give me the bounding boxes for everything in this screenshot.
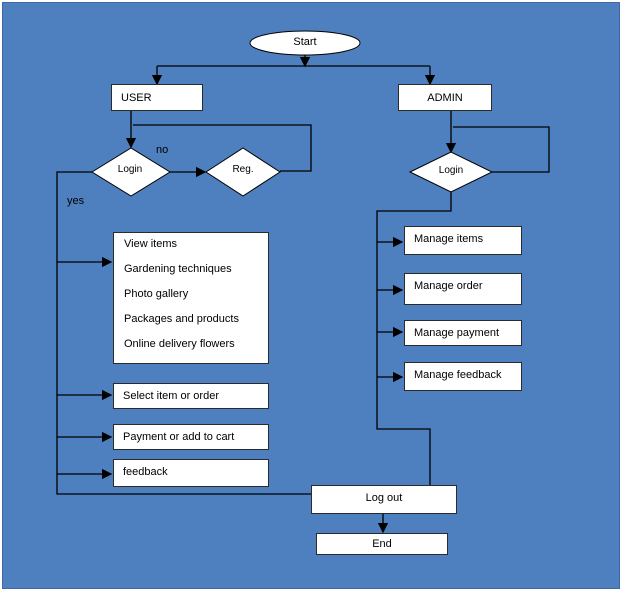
start-label: Start (293, 36, 317, 48)
manage-payment-box: Manage payment (404, 320, 522, 346)
payment-label: Payment or add to cart (123, 431, 235, 443)
reg-loop-line (133, 124, 312, 172)
user-menu-item: Gardening techniques (124, 263, 232, 275)
manage-feedback-box: Manage feedback (404, 362, 522, 391)
user-yes-vertical-line (56, 171, 311, 495)
user-menu-box: View items Gardening techniques Photo ga… (113, 232, 269, 364)
start-terminator (249, 30, 361, 56)
admin-label: ADMIN (427, 91, 463, 104)
manage-order-box: Manage order (404, 273, 522, 305)
manage-items-label: Manage items (414, 233, 484, 245)
admin-down-line (376, 192, 452, 485)
user-menu-item: Online delivery flowers (124, 338, 235, 350)
registration-label: Reg. (232, 164, 254, 175)
feedback-box: feedback (113, 459, 269, 487)
logout-label: Log out (365, 492, 403, 504)
select-item-label: Select item or order (123, 390, 219, 402)
admin-login-label: Login (438, 165, 464, 176)
admin-login-loop-line (453, 126, 550, 173)
feedback-label: feedback (123, 466, 168, 478)
user-login-decision (91, 147, 171, 197)
admin-login-decision (408, 151, 494, 193)
manage-payment-label: Manage payment (414, 327, 499, 339)
user-menu-item: Packages and products (124, 313, 239, 325)
user-label: USER (121, 91, 152, 104)
no-branch-label: no (156, 144, 169, 156)
manage-items-box: Manage items (404, 226, 522, 255)
end-box: End (316, 533, 448, 555)
manage-order-label: Manage order (414, 280, 483, 292)
user-menu-item: View items (124, 238, 177, 250)
user-login-label: Login (117, 164, 143, 175)
admin-box: ADMIN (398, 84, 492, 111)
registration-decision (205, 147, 281, 197)
end-label: End (372, 538, 392, 550)
logout-box: Log out (311, 485, 457, 514)
select-item-box: Select item or order (113, 383, 269, 409)
manage-feedback-label: Manage feedback (414, 369, 502, 381)
user-menu-item: Photo gallery (124, 288, 189, 300)
user-box: USER (111, 84, 203, 111)
payment-box: Payment or add to cart (113, 424, 269, 450)
yes-branch-label: yes (67, 195, 85, 207)
